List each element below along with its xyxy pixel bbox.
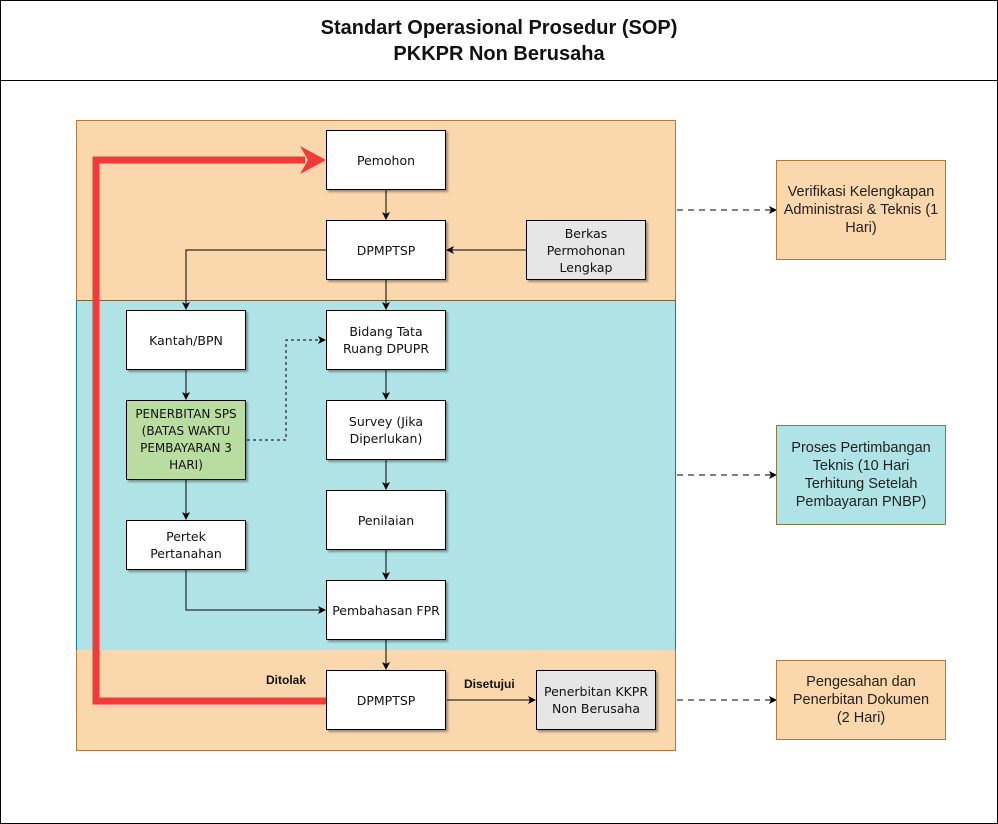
- node-pertek-pertanahan[interactable]: Pertek Pertanahan: [126, 520, 246, 570]
- stage-pertimbangan-label: Proses Pertimbangan Teknis (10 Hari Terh…: [791, 440, 931, 510]
- stage-verifikasi-label: Verifikasi Kelengkapan Administrasi & Te…: [783, 184, 939, 236]
- node-berkas-permohonan[interactable]: Berkas Permohonan Lengkap: [526, 220, 646, 280]
- stage-verifikasi: Verifikasi Kelengkapan Administrasi & Te…: [776, 160, 946, 260]
- title-line-1: Standart Operasional Prosedur (SOP): [320, 16, 678, 39]
- stage-pengesahan: Pengesahan dan Penerbitan Dokumen (2 Har…: [776, 660, 946, 740]
- title-line-2: PKKPR Non Berusaha: [393, 42, 605, 65]
- node-dpmptsp-bottom-label: DPMPTSP: [356, 692, 416, 708]
- node-kantah-bpn[interactable]: Kantah/BPN: [126, 310, 246, 370]
- node-sps-label: PENERBITAN SPS (BATAS WAKTU PEMBAYARAN 3…: [135, 407, 237, 472]
- node-kkpr-label: Penerbitan KKPR Non Berusaha: [543, 684, 649, 716]
- node-bidang-tata-ruang[interactable]: Bidang Tata Ruang DPUPR: [326, 310, 446, 370]
- node-pertek-label: Pertek Pertanahan: [150, 529, 222, 561]
- node-dpmptsp-bottom[interactable]: DPMPTSP: [326, 670, 446, 730]
- node-survey[interactable]: Survey (Jika Diperlukan): [326, 400, 446, 460]
- stage-pengesahan-label: Pengesahan dan Penerbitan Dokumen (2 Har…: [792, 674, 930, 726]
- edge-label-ditolak: Ditolak: [266, 673, 307, 687]
- node-dpmptsp-top-label: DPMPTSP: [356, 242, 416, 258]
- node-pemohon[interactable]: Pemohon: [326, 130, 446, 190]
- diagram-header: Standart Operasional Prosedur (SOP) PKKP…: [1, 1, 997, 81]
- node-penerbitan-sps[interactable]: PENERBITAN SPS (BATAS WAKTU PEMBAYARAN 3…: [126, 400, 246, 480]
- edge-label-disetujui: Disetujui: [464, 677, 515, 691]
- node-berkas-label: Berkas Permohonan Lengkap: [546, 225, 626, 275]
- node-kantah-label: Kantah/BPN: [149, 332, 223, 348]
- node-dpmptsp-top[interactable]: DPMPTSP: [326, 220, 446, 280]
- node-survey-label: Survey (Jika Diperlukan): [348, 414, 424, 446]
- node-bidang-label: Bidang Tata Ruang DPUPR: [342, 324, 430, 356]
- node-penilaian[interactable]: Penilaian: [326, 490, 446, 550]
- node-pembahasan-fpr[interactable]: Pembahasan FPR: [326, 580, 446, 640]
- node-pemohon-label: Pemohon: [356, 152, 416, 168]
- node-fpr-label: Pembahasan FPR: [332, 602, 440, 618]
- node-penilaian-label: Penilaian: [357, 512, 415, 528]
- node-penerbitan-kkpr[interactable]: Penerbitan KKPR Non Berusaha: [536, 670, 656, 730]
- stage-pertimbangan-teknis: Proses Pertimbangan Teknis (10 Hari Terh…: [776, 425, 946, 525]
